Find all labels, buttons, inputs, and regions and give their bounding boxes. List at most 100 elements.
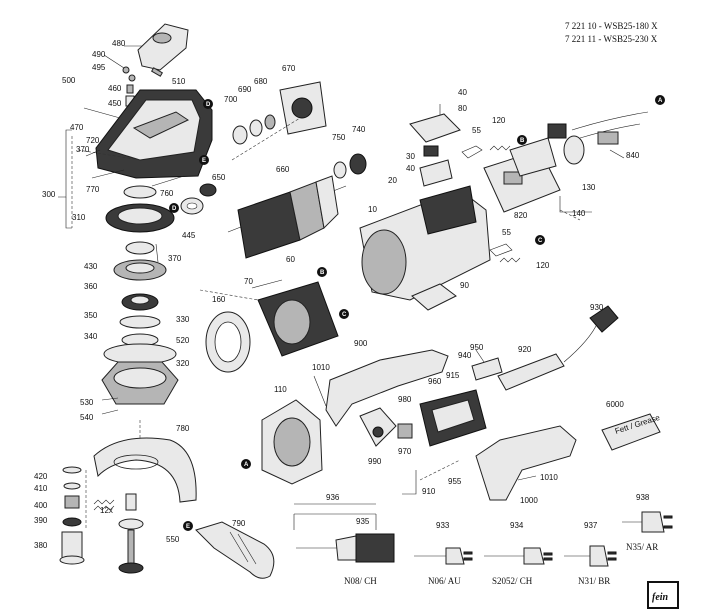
part-480-gearhead-cover-lever xyxy=(137,23,189,71)
label-55-b: 55 xyxy=(502,228,511,237)
label-910: 910 xyxy=(422,487,436,496)
svg-text:B: B xyxy=(520,138,525,144)
caption-n35: N35/ AR xyxy=(626,542,658,552)
part-660-armature xyxy=(227,175,347,259)
svg-text:D: D xyxy=(206,102,211,108)
label-740: 740 xyxy=(352,125,366,134)
label-1000: 1000 xyxy=(520,496,538,505)
part-310-bevel-gear xyxy=(105,185,175,233)
label-760: 760 xyxy=(160,189,174,198)
part-470-pin xyxy=(83,107,121,119)
label-690: 690 xyxy=(238,85,252,94)
part-6000-grease-tube: Fett / Grease xyxy=(601,413,662,451)
part-140-820-electronics xyxy=(483,137,561,213)
label-970: 970 xyxy=(398,447,412,456)
part-12x-needle-rollers xyxy=(93,499,115,511)
label-90: 90 xyxy=(460,281,469,290)
part-770-screw xyxy=(91,169,125,179)
label-110: 110 xyxy=(274,385,287,394)
label-1010-b: 1010 xyxy=(540,473,558,482)
label-370-a: 370 xyxy=(76,145,90,154)
svg-text:fein: fein xyxy=(652,592,669,603)
label-140: 140 xyxy=(572,209,586,218)
part-938-plug-n35 xyxy=(622,511,673,533)
caption-n31: N31/ BR xyxy=(578,576,610,586)
part-90-cover-plate xyxy=(411,283,457,311)
part-670-bearing-plate xyxy=(279,81,327,135)
label-410: 410 xyxy=(34,484,48,493)
svg-text:A: A xyxy=(658,98,663,104)
label-937: 937 xyxy=(584,521,598,530)
label-990: 990 xyxy=(368,457,382,466)
ref-marker-b: B xyxy=(317,267,327,277)
dash-line xyxy=(77,149,141,161)
svg-text:D: D xyxy=(172,206,177,212)
part-160-baffle-ring xyxy=(205,311,251,373)
label-430: 430 xyxy=(84,262,98,271)
fein-logo: fein xyxy=(647,581,679,609)
part-980-990-switch-lever xyxy=(359,407,397,447)
label-920: 920 xyxy=(518,345,532,354)
part-933-plug-n06 xyxy=(414,547,473,565)
ref-marker-a: A xyxy=(241,459,251,469)
part-30-40-brush-holder xyxy=(419,145,453,187)
part-936-935-plug-n08 xyxy=(293,513,395,563)
part-370-screw-2 xyxy=(155,243,159,263)
caption-s2052: S2052/ CH xyxy=(492,576,533,586)
leader-line xyxy=(609,149,625,159)
label-955: 955 xyxy=(448,477,462,486)
ref-marker-c: C xyxy=(339,309,349,319)
ref-marker-e: E xyxy=(183,521,193,531)
label-933: 933 xyxy=(436,521,450,530)
ref-marker-c: C xyxy=(535,235,545,245)
part-920-cable-sleeve xyxy=(497,353,565,391)
part-930-power-cable xyxy=(563,305,619,363)
part-780-wheel-guard xyxy=(93,437,197,503)
part-937-plug-n31 xyxy=(564,545,617,567)
label-750: 750 xyxy=(332,133,346,142)
label-495: 495 xyxy=(92,63,106,72)
label-934: 934 xyxy=(510,521,524,530)
label-520: 520 xyxy=(176,336,190,345)
label-960: 960 xyxy=(428,377,442,386)
leader-line xyxy=(559,196,592,213)
svg-text:E: E xyxy=(186,524,190,530)
dash-line xyxy=(231,117,301,161)
label-1010-a: 1010 xyxy=(312,363,330,372)
part-350-ball-bearing xyxy=(121,293,159,311)
label-120-a: 120 xyxy=(492,116,506,125)
part-130-ring xyxy=(563,135,585,165)
label-480: 480 xyxy=(112,39,126,48)
ref-marker-d: D xyxy=(169,203,179,213)
label-936: 936 xyxy=(326,493,340,502)
part-55-carbon-brush xyxy=(461,145,513,257)
label-400: 400 xyxy=(34,501,48,510)
part-390-ring xyxy=(62,517,82,527)
part-410-washer xyxy=(63,482,81,490)
part-950-940-cable-clamp xyxy=(471,349,503,381)
label-20: 20 xyxy=(388,176,397,185)
label-550: 550 xyxy=(166,535,180,544)
label-360: 360 xyxy=(84,282,98,291)
label-940: 940 xyxy=(458,351,472,360)
label-938: 938 xyxy=(636,493,650,502)
label-380: 380 xyxy=(34,541,48,550)
part-760-screw xyxy=(151,175,185,187)
label-370-b: 370 xyxy=(168,254,182,263)
label-530: 530 xyxy=(80,398,94,407)
part-900-handle-half xyxy=(325,349,449,427)
label-840: 840 xyxy=(626,151,640,160)
part-840-cable-harness xyxy=(547,111,649,145)
part-530-screw xyxy=(101,397,119,401)
part-1010-screw-2 xyxy=(517,475,537,481)
ref-marker-b: B xyxy=(517,135,527,145)
label-130: 130 xyxy=(582,183,596,192)
label-320: 320 xyxy=(176,359,190,368)
label-120-b: 120 xyxy=(536,261,550,270)
label-510: 510 xyxy=(172,77,186,86)
svg-text:C: C xyxy=(538,238,543,244)
part-540-screw xyxy=(101,409,119,415)
part-955-switch xyxy=(419,389,487,447)
label-30: 30 xyxy=(406,152,415,161)
